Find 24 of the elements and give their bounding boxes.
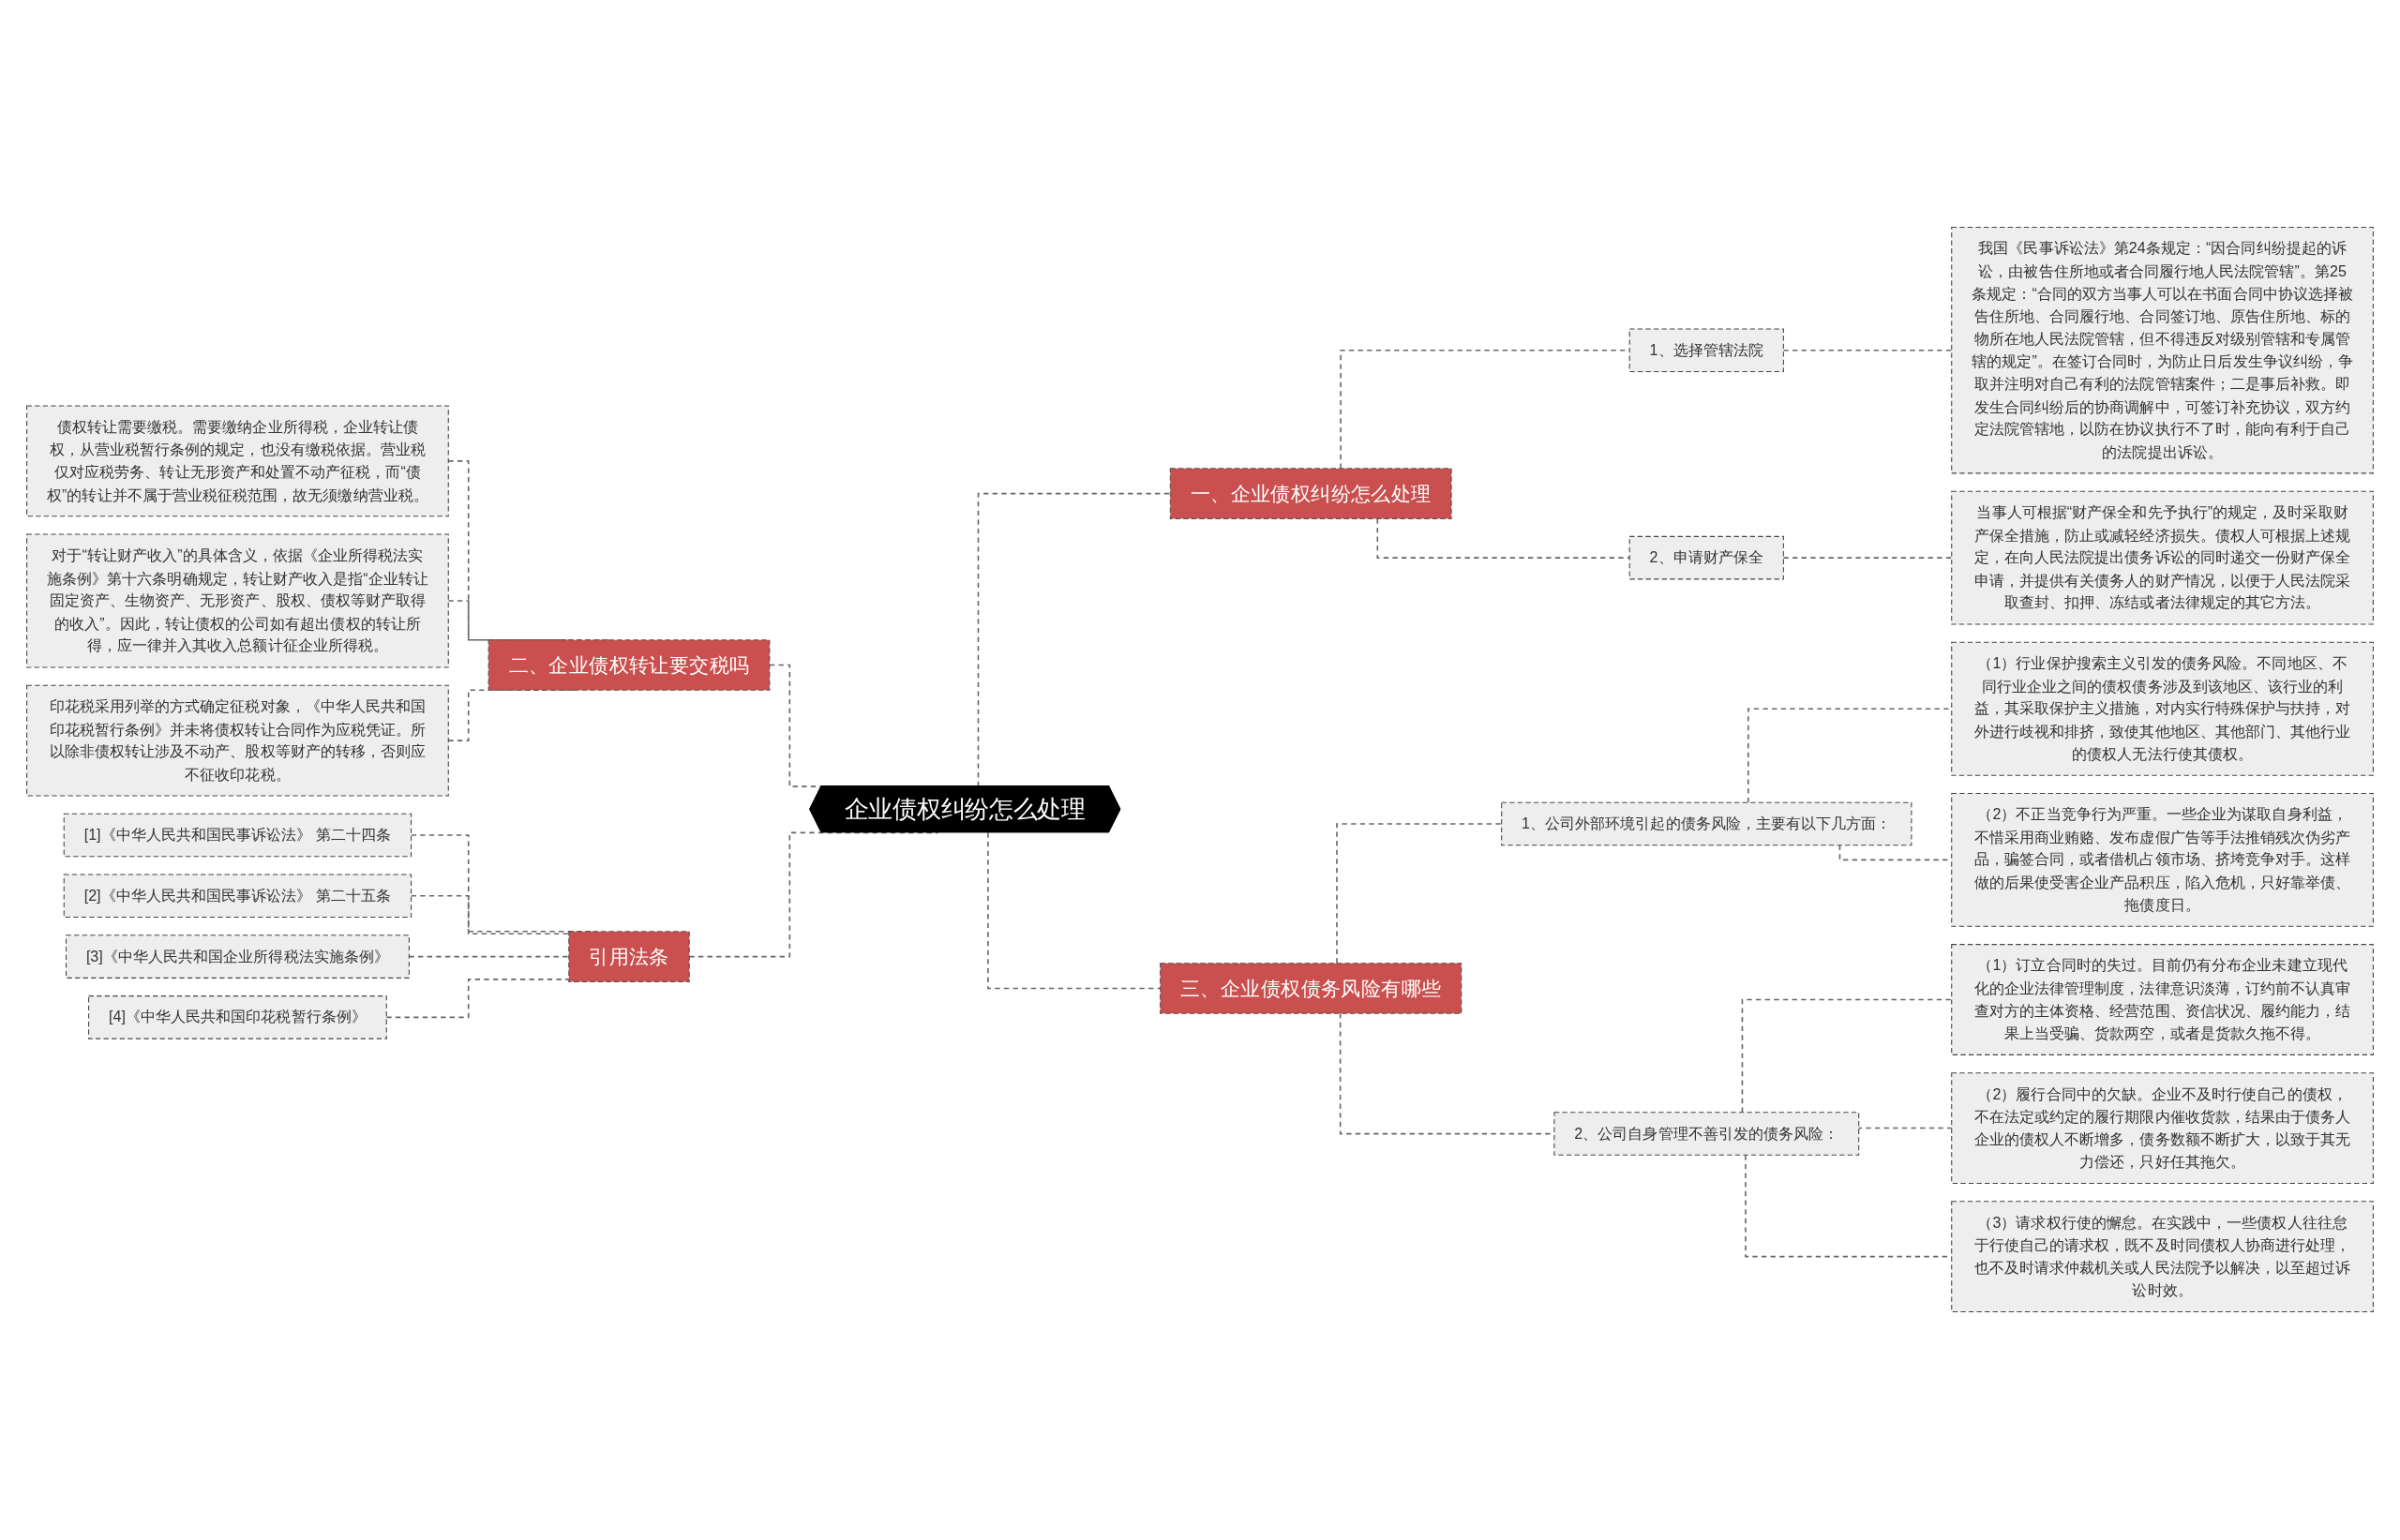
node-box bbox=[1951, 793, 2374, 928]
node-box bbox=[1951, 1201, 2374, 1313]
node-box bbox=[488, 639, 771, 692]
node-box bbox=[1169, 468, 1452, 520]
node-box bbox=[1951, 944, 2374, 1056]
node-box bbox=[1628, 536, 1784, 580]
connector bbox=[1376, 518, 1630, 560]
node-box bbox=[1628, 328, 1784, 373]
node-box bbox=[1160, 963, 1462, 1015]
node-box bbox=[63, 875, 412, 919]
node-box bbox=[26, 405, 449, 517]
node-box bbox=[568, 931, 690, 983]
node-box bbox=[26, 685, 449, 797]
node-box bbox=[1951, 491, 2374, 626]
node-box bbox=[1553, 1112, 1860, 1157]
node-box bbox=[63, 814, 412, 858]
node-box bbox=[1501, 802, 1912, 846]
node-box bbox=[65, 934, 410, 979]
node-box bbox=[1951, 642, 2374, 777]
node-box bbox=[26, 534, 449, 668]
node-box bbox=[88, 995, 387, 1040]
node-box bbox=[1951, 1072, 2374, 1185]
mind-map-drawing: 企业债权纠纷怎么处理 一、企业债权纠纷怎么处理 1、选择管辖法院 我国《民事诉讼法》第24条规定：“因合同纠纷提起的诉讼，由被告住所地或者合同履行地人民法院管辖”。第25条规定：“合同的双方当事人可以在书面合同中协议选择被告住所地、合同履行地、合同签订地、原告住所地、标的物所在地人民法院管辖，但不得违反对级别管辖和专属管辖的规定”。在签订合同时，为防止日后发生争议纠纷，争取并注明对自己有利的法院管辖案件；二是事后补救。即发生合同纠纷后的协商调解中，可签订补充协议，双方约定法院管辖地，以防在协议执行不了时，能向有利于自己的法院提出诉讼。 2、申请财产保全 当事人可根据“财产保全和先予执行”的规定，及时采取财产保全措施，防止或减轻经济损失。债权人可根据上述规定，在向人民法院提出债务诉讼的同时递交一份财产保全申请，并提供有关债务人的财产情况，以便于人民法院采取查封、扣押、冻结或者法律规定的其它方法。 三、企业债权债务风险有哪些 1、公司外部环境引起的债务风险，主要有以下几方面： （1）行业保护搜索主义引发的债务风险。不同地区、不同行业企业之间的债权债务涉及到该地区、该行业的利益，其采取保护主义措施，对内实行特殊保护与扶持，对外进行歧视和排挤，致使其他地区、其他部门、其他行业的债权人无法行使其债权。 （2）不正当竞争行为严重。一些企业为谋取自身利益，不惜采用商业贿赂、发布虚假广告等手法推销残次伪劣产品，骗签合同，或者借机占领市场、挤垮竞争对手。这样做的后果使受害企业产品积压，陷入危机，只好靠举债、拖债度日。 2、公司自身管理不善引发的债务风险： （1）订立合同时的失过。目前仍有分布企业未建立现代化的企业法律管理制度，法律意识淡薄，订约前不认真审查对方的主体资格、经营范围、资信状况、履约能力，结果上当受骗、货款两空，或者是货款久拖不得。 （2）履行合同中的欠缺。企业不及时行使自己的债权，不在法定或约定的履行期限内催收货款，结果由于债务人企业的债权人不断增多，债务数额不断扩大，以致于其无力偿还，只好任其拖欠。 （3）请求权行使的懈怠。在实践中，一些债权人往往怠于行使自己的请求权，既不及时同债权人协商进行处理，也不及时请求仲裁机关或人民法院予以解决，以至超过诉讼时效。 二、企业债权转让要交税吗 债权转让需要缴税。需要缴纳企业所得税，企业转让债权，从营业税暂行条例的规定，也没有缴税依据。营业税仅对应税劳务、转让无形资产和处置不动产征税，而“债权”的转让并不属于营业税征税范围，故无须缴纳营业税。 对于“转让财产收入”的具体含义，依据《企业所得税法实施条例》第十六条明确规定，转让财产收入是指“企业转让固定资产、生物资产、无形资产、股权、债权等财产取得的收入”。因此，转让债权的公司如有超出债权的转让所得，应一律并入其收入总额计征企业所得税。 印花税采用列举的方式确定征税对象，《中华人民共和国印花税暂行条例》并未将债权转让合同作为应税凭证。所以除非债权转让涉及不动产、股权等财产的转移，否则应不征收印花税。 引用法条 [1]《中华人民共和国民事诉讼法》 第二十四条 [2]《中华人民共和国民事诉讼法》 第二十五条 [3]《中华人民共和国企业所得税法实施条例》 [4]《中华人民共和国印花税暂行条例》 bbox=[19, 219, 2381, 1321]
node-box bbox=[1951, 227, 2374, 474]
